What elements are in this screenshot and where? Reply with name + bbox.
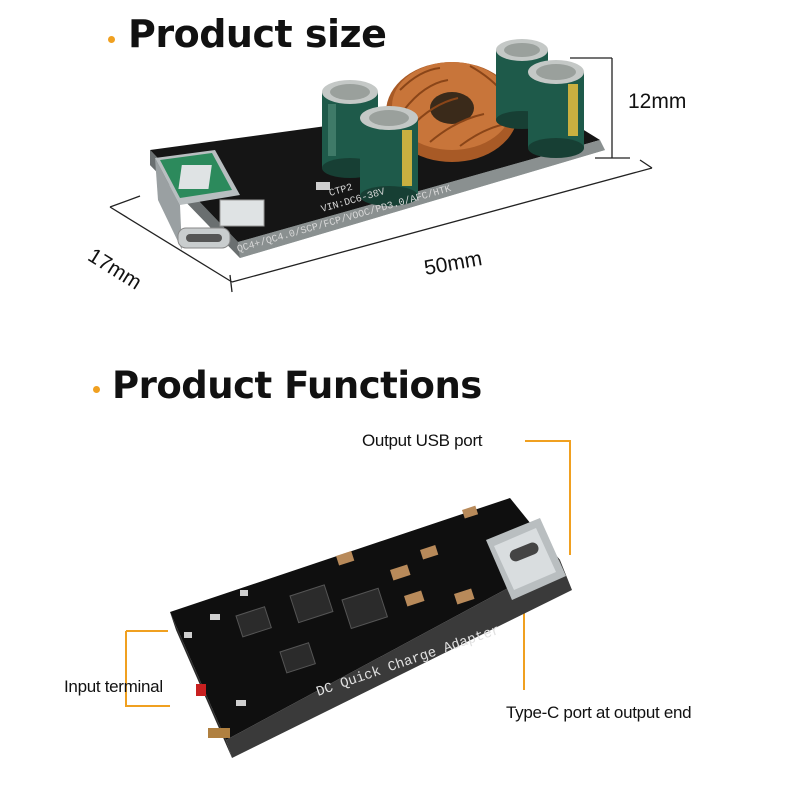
callout-type-c-port: Type-C port at output end [506, 703, 692, 722]
pcb-board-bottom: DC Quick Charge Adapter [170, 498, 572, 758]
capacitor-2 [360, 106, 418, 206]
section-bullet-functions [93, 386, 100, 393]
toroid-inductor [386, 62, 518, 162]
dimension-lines [109, 57, 653, 293]
callout-input-terminal: Input terminal [64, 677, 163, 696]
callout-output-usb-port: Output USB port [362, 431, 483, 450]
section-title-functions: Product Functions [112, 364, 482, 407]
input-terminal-led [196, 684, 206, 696]
capacitor-4 [528, 60, 584, 158]
section-title-size: Product size [128, 12, 387, 56]
callout-lines [125, 440, 571, 707]
capacitors [322, 39, 584, 206]
section-bullet-size [108, 36, 115, 43]
dimension-height-label: 12mm [628, 90, 687, 113]
usb-a-connector [155, 150, 265, 250]
type-c-connector [486, 518, 566, 600]
